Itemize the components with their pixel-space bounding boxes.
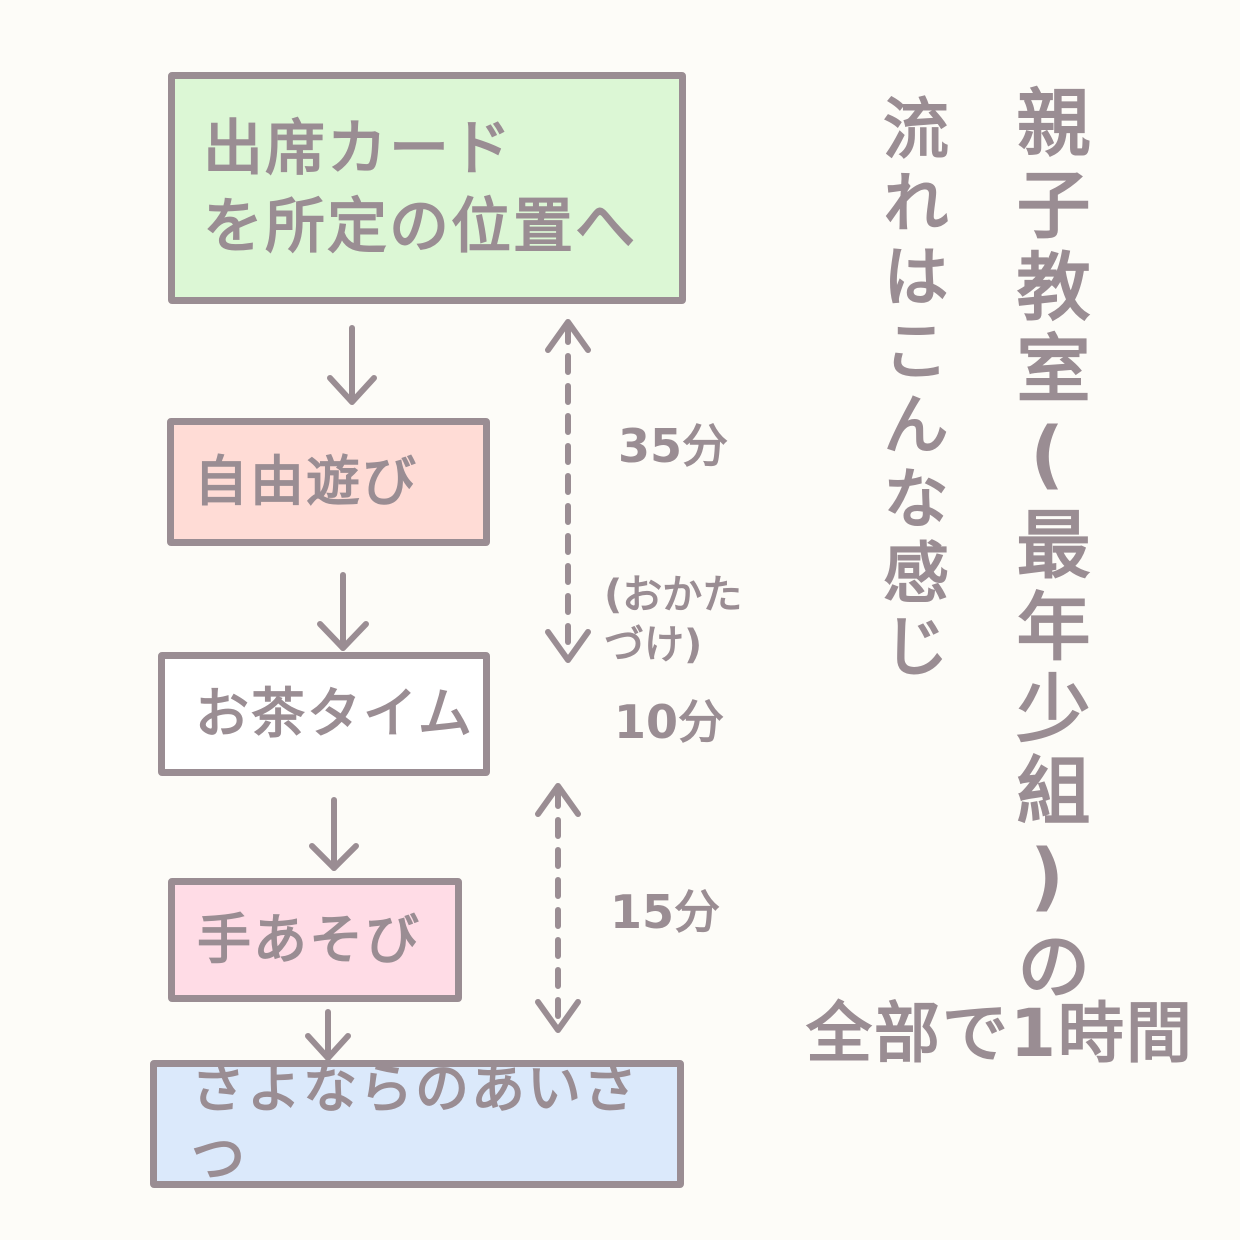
timing-arrow-15 <box>535 783 581 1033</box>
total-duration: 全部で1時間 <box>806 995 1194 1072</box>
duration-35-min: 35分 <box>618 419 729 473</box>
arrow-down-3 <box>309 797 359 871</box>
step-tea-time-label: お茶タイム <box>195 681 474 745</box>
duration-note-tidy-up: (おかた づけ) <box>604 572 743 668</box>
step-attendance-label: 出席カード を所定の位置へ <box>203 114 637 262</box>
duration-10-min: 10分 <box>614 695 725 749</box>
arrow-down-1 <box>327 325 377 405</box>
step-free-play-label: 自由遊び <box>194 449 418 513</box>
step-attendance-card: 出席カード を所定の位置へ <box>168 72 686 304</box>
step-tea-time: お茶タイム <box>158 652 490 776</box>
step-hand-play: 手あそび <box>168 878 462 1002</box>
step-goodbye-greeting: さよならのあいさつ <box>150 1057 684 1190</box>
title-line-1: 親子教室(最年少組)の <box>1004 84 1090 1010</box>
arrow-down-2 <box>317 572 369 651</box>
title-line-2: 流れはこんな感じ <box>872 94 949 686</box>
timing-arrow-35 <box>545 319 591 663</box>
step-free-play: 自由遊び <box>167 418 490 546</box>
step-goodbye-label: さよならのあいさつ <box>191 1056 639 1190</box>
arrow-down-4 <box>305 1009 351 1061</box>
step-hand-play-label: 手あそび <box>197 907 421 971</box>
duration-15-min: 15分 <box>610 885 721 939</box>
